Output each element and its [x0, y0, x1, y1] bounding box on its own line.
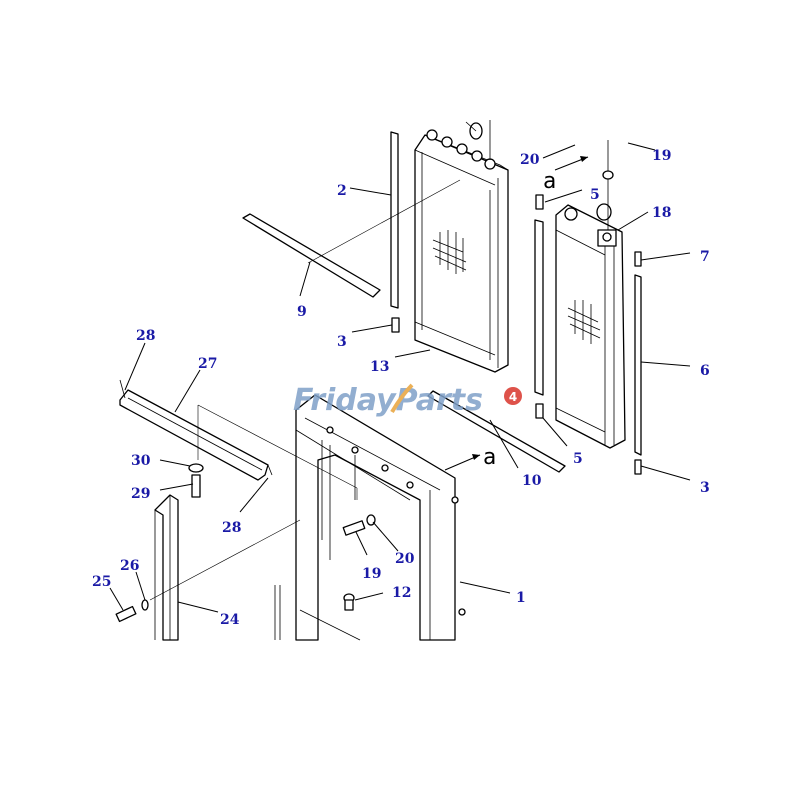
part-label-28: 28	[136, 328, 155, 344]
side-member-24	[154, 494, 179, 641]
part-label-24: 24	[220, 612, 240, 628]
part-label-2: 2	[337, 183, 347, 199]
part-label-20: 20	[395, 551, 415, 567]
part-label-28: 28	[222, 520, 241, 536]
part-label-10: 13	[370, 359, 389, 375]
watermark-badge-number: 4	[509, 390, 517, 404]
svg-text:FridayParts: FridayParts	[293, 383, 483, 418]
part-label-6: 6	[700, 363, 710, 379]
part-label-12: 18	[652, 205, 671, 221]
leader-lines	[109, 142, 691, 613]
radiator-core	[414, 120, 509, 373]
watermark-badge	[504, 387, 522, 405]
part-label-27: 27	[198, 356, 217, 372]
part-label-3: 3	[337, 334, 347, 350]
part-labels: 2 9 3 13 20 5 19 18 7 6 5 3 10 28 27 30 …	[92, 148, 710, 628]
bracket-27	[119, 379, 273, 481]
part-label-13: 19	[652, 148, 671, 164]
frame-1	[274, 394, 466, 641]
part-label-5: 5	[590, 187, 600, 203]
reference-arrow-a-bottom	[444, 454, 481, 471]
part-label-25: 25	[92, 574, 111, 590]
part-label-30: 30	[131, 453, 151, 469]
part-label-1: 1	[516, 590, 526, 606]
part-label-5: 5	[573, 451, 583, 467]
reference-mark-a: a	[483, 445, 496, 470]
watermark-logo: FridayParts 4	[293, 383, 522, 418]
reference-mark-a: a	[543, 169, 556, 194]
guide-lines	[149, 179, 461, 601]
part-label-19: 19	[362, 566, 381, 582]
watermark-swoosh	[390, 383, 414, 414]
oil-cooler	[555, 140, 626, 449]
part-label-7: 7	[700, 249, 710, 265]
part-label-8: 9	[297, 304, 307, 320]
part-label-29: 29	[131, 486, 150, 502]
part-label-26: 26	[120, 558, 139, 574]
reference-arrow-a-top	[554, 156, 589, 171]
part-label-9: 12	[392, 585, 411, 601]
part-label-3: 3	[700, 480, 710, 496]
part-label-8: 10	[522, 473, 542, 489]
part-label-18: 20	[520, 152, 540, 168]
watermark-text-friday: Friday	[293, 383, 397, 418]
fasteners	[115, 463, 376, 623]
